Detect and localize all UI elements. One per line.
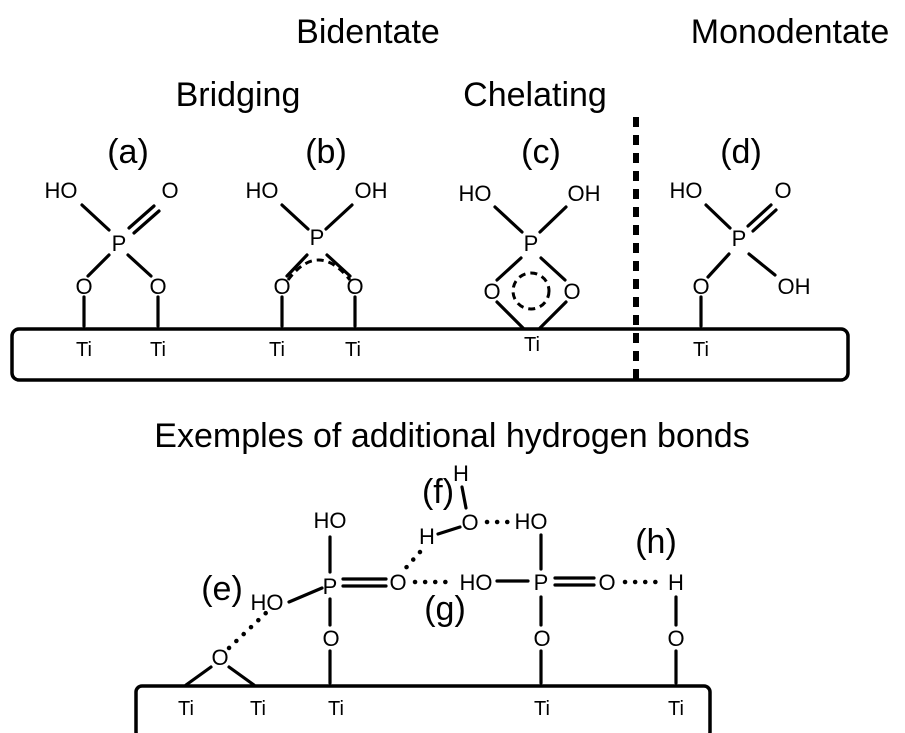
oxygen-label: O (211, 645, 228, 670)
phosphorus-label: P (524, 231, 539, 256)
titanium-label: Ti (524, 334, 540, 356)
phosphonic-group-right: HO P HO O O Ti (460, 509, 616, 720)
phosphorus-label: P (112, 231, 127, 256)
hydroxyl-label: OH (355, 178, 388, 203)
delocalized-bond (286, 258, 352, 281)
structure-a: HO O P O O Ti Ti (45, 178, 179, 361)
titanium-label: Ti (345, 339, 361, 361)
titanium-label: Ti (269, 339, 285, 361)
phosphorus-label: P (732, 226, 747, 251)
hydrogen-label: H (453, 461, 469, 486)
panel-b-label: (b) (305, 133, 347, 171)
structure-g: (g) (412, 579, 466, 628)
oxygen-label: O (75, 274, 92, 299)
oxygen-label: O (667, 626, 684, 651)
oxygen-label: O (461, 510, 478, 535)
monodentate-title: Monodentate (691, 13, 890, 51)
hydrogen-label: H (668, 570, 684, 595)
oxygen-label: O (598, 570, 615, 595)
oxygen-label: O (483, 279, 500, 304)
hydroxyl-label: OH (778, 274, 811, 299)
oxygen-label: O (563, 279, 580, 304)
hydroxyl-label: HO (314, 508, 347, 533)
oxygen-label: O (389, 570, 406, 595)
titanium-label: Ti (534, 698, 550, 720)
titanium-label: Ti (693, 339, 709, 361)
oxygen-label: O (273, 274, 290, 299)
hydroxyl-label: HO (45, 178, 78, 203)
oxygen-label: O (149, 274, 166, 299)
panel-c-label: (c) (521, 133, 561, 171)
hydrogen-bonds-title: Exemples of additional hydrogen bonds (154, 417, 749, 455)
panel-g-label: (g) (424, 590, 466, 628)
hydroxyl-label: HO (670, 178, 703, 203)
hydrogen-label: H (419, 524, 435, 549)
structure-e: O (e) Ti Ti (178, 570, 271, 720)
panel-h-label: (h) (635, 523, 677, 561)
titanium-label: Ti (668, 698, 684, 720)
oxygen-label: O (692, 274, 709, 299)
bidentate-title: Bidentate (296, 13, 440, 51)
tio2-surface-bottom (134, 684, 712, 733)
structure-f: (f) H O H (401, 461, 513, 573)
titanium-label: Ti (328, 698, 344, 720)
panel-e-label: (e) (201, 570, 243, 608)
structure-d: HO O P O OH Ti (670, 178, 811, 361)
phosphonic-group-left: HO P HO O O Ti (251, 508, 407, 720)
structure-c: HO OH P O O Ti (459, 181, 601, 356)
delocalized-ring (511, 271, 551, 311)
oxygen-label: O (533, 626, 550, 651)
chelating-label: Chelating (463, 76, 607, 114)
hydroxyl-label: HO (515, 509, 548, 534)
hydroxyl-label: HO (251, 590, 284, 615)
hydroxyl-label: HO (460, 570, 493, 595)
bridging-label: Bridging (176, 76, 301, 114)
structure-h: (h) H O Ti (622, 523, 685, 720)
phosphorus-label: P (534, 570, 549, 595)
oxygen-label: O (161, 178, 178, 203)
oxygen-label: O (346, 274, 363, 299)
hydrogen-bond-e (226, 608, 271, 651)
panel-f-label: (f) (422, 473, 454, 511)
hydroxyl-label: HO (459, 181, 492, 206)
hydrogen-bond-f-left (401, 549, 423, 573)
titanium-label: Ti (178, 698, 194, 720)
titanium-label: Ti (76, 339, 92, 361)
structure-b: HO OH P O O Ti Ti (246, 178, 388, 361)
hydroxyl-label: OH (568, 181, 601, 206)
phosphorus-label: P (310, 225, 325, 250)
oxygen-label: O (774, 178, 791, 203)
titanium-label: Ti (250, 698, 266, 720)
tio2-surface-top (10, 327, 850, 382)
oxygen-label: O (322, 626, 339, 651)
panel-a-label: (a) (107, 133, 149, 171)
panel-d-label: (d) (720, 133, 762, 171)
phosphorus-label: P (323, 574, 338, 599)
titanium-label: Ti (150, 339, 166, 361)
hydroxyl-label: HO (246, 178, 279, 203)
